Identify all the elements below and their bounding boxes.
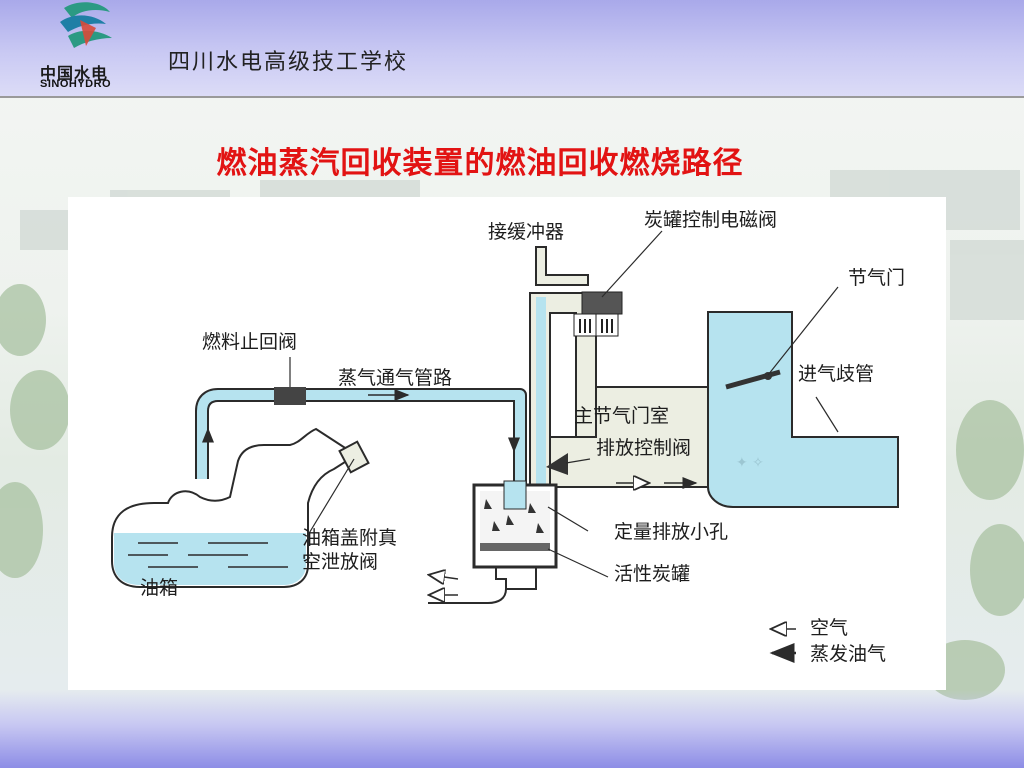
label-canister-solenoid: 炭罐控制电磁阀: [644, 209, 778, 231]
activated-carbon-canister: [472, 480, 558, 590]
legend-vapor-label: 蒸发油气: [810, 643, 887, 665]
legend-air-label: 空气: [810, 617, 849, 639]
throttle-shaft: [764, 372, 772, 380]
label-tank-cap-relief-2: 空泄放阀: [302, 551, 379, 573]
intake-manifold-fluid: [707, 311, 899, 508]
label-carbon-canister: 活性炭罐: [614, 563, 691, 585]
logo-english-text: SINOHYDRO: [40, 78, 112, 90]
label-fixed-orifice: 定量排放小孔: [614, 521, 729, 543]
header-banner: 中国水电 SINOHYDRO 四川水电高级技工学校: [0, 0, 1024, 98]
label-purge-control-valve: 排放控制阀: [596, 437, 692, 459]
canister-solenoid-valve: [573, 291, 623, 337]
label-buffer: 接缓冲器: [488, 221, 565, 243]
bottom-band: [0, 690, 1024, 768]
fuel-check-valve: [274, 387, 306, 405]
slide-title: 燃油蒸汽回收装置的燃油回收燃烧路径: [216, 146, 744, 181]
evap-system-diagram: ✦ ✧: [111, 230, 899, 663]
label-tank-cap-relief-1: 油箱盖附真: [302, 527, 398, 549]
logo-chinese-text: 中国水电: [40, 64, 109, 83]
label-intake-manifold: 进气歧管: [798, 363, 875, 385]
leader-lines: [289, 230, 839, 578]
label-fuel-tank: 油箱: [140, 577, 179, 599]
label-throttle: 节气门: [848, 267, 906, 289]
label-fuel-check-valve: 燃料止回阀: [202, 331, 298, 353]
purge-control-valve: [546, 453, 568, 475]
fresh-air-pipe: [428, 588, 507, 604]
diagram-panel: ✦ ✧: [68, 197, 946, 690]
manifold-watermark: ✦ ✧: [736, 455, 764, 471]
label-vapor-vent-pipe: 蒸气通气管路: [338, 367, 453, 389]
purge-pipe-fluid: [536, 297, 546, 492]
buffer-pipe: [535, 246, 589, 286]
school-name: 四川水电高级技工学校: [168, 50, 409, 75]
sinohydro-logo-icon: [60, 2, 112, 48]
fuel-tank: [111, 427, 370, 588]
label-main-throttle-chamber: 主节气门室: [574, 405, 670, 427]
